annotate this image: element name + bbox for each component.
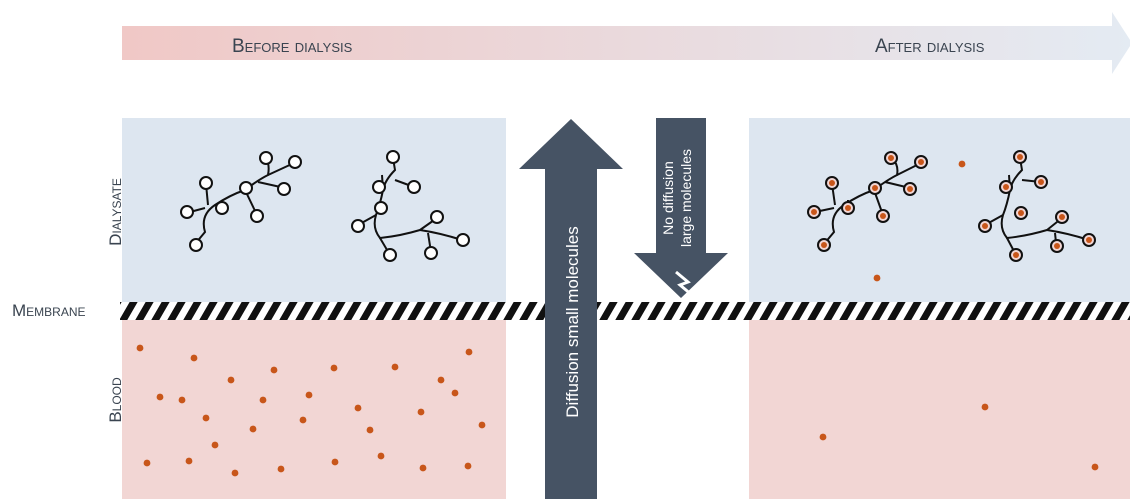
- blood-particles-before: [136, 344, 486, 477]
- small-molecule-particle: [277, 465, 285, 473]
- dialysate-panel-before: [122, 118, 506, 304]
- small-molecule-particle: [136, 344, 144, 352]
- diffusion-small-molecules-arrow: [519, 119, 623, 499]
- small-molecule-particle: [391, 363, 399, 371]
- blood-panel-before: [122, 318, 506, 499]
- before-dialysis-label: Before dialysis: [232, 36, 353, 57]
- small-molecule-particle: [819, 433, 827, 441]
- small-molecule-particle: [185, 457, 193, 465]
- small-molecule-particle: [190, 354, 198, 362]
- small-molecule-particle: [249, 425, 257, 433]
- small-molecule-particle: [464, 462, 472, 470]
- small-molecule-particle: [330, 364, 338, 372]
- no-diffusion-arrow: [634, 118, 728, 298]
- small-molecule-particle: [331, 458, 339, 466]
- membrane-stripe: [120, 302, 1130, 320]
- small-molecule-particle: [981, 403, 989, 411]
- large-molecule-before-2: [351, 150, 470, 262]
- after-dialysis-label: After dialysis: [875, 36, 985, 57]
- no-diffusion-label-line1: No diffusion: [660, 161, 676, 235]
- blood-particles-after: [819, 403, 1099, 471]
- membrane-label: Membrane: [12, 301, 86, 320]
- small-molecule-particle: [299, 416, 307, 424]
- small-molecule-particle: [437, 376, 445, 384]
- small-molecule-particle: [478, 421, 486, 429]
- large-molecule-after-1-dots: [811, 155, 924, 248]
- small-molecule-particle: [1091, 463, 1099, 471]
- small-molecule-particle: [143, 459, 151, 467]
- small-molecule-particle: [465, 348, 473, 356]
- blood-label: Blood: [106, 377, 125, 423]
- small-molecule-particle: [958, 160, 966, 168]
- no-diffusion-label-line2: large molecules: [678, 149, 694, 247]
- dialysate-particles-after: [873, 160, 966, 282]
- large-molecule-before-1: [180, 151, 302, 252]
- large-molecule-after-2-dots: [982, 154, 1092, 258]
- small-molecule-particle: [211, 441, 219, 449]
- small-molecule-particle: [259, 396, 267, 404]
- small-molecule-particle: [419, 464, 427, 472]
- small-molecule-particle: [178, 396, 186, 404]
- small-molecule-particle: [417, 408, 425, 416]
- blood-panel-after: [749, 318, 1130, 499]
- small-molecule-particle: [377, 452, 385, 460]
- dialysate-label: Dialysate: [106, 178, 125, 246]
- dialysate-panel-after: [749, 118, 1130, 304]
- small-molecule-particle: [873, 274, 881, 282]
- small-molecule-particle: [366, 426, 374, 434]
- small-molecule-particle: [156, 393, 164, 401]
- blocked-mark: [675, 270, 693, 297]
- small-molecule-particle: [231, 469, 239, 477]
- diffusion-small-molecules-label: Diffusion small molecules: [563, 226, 582, 417]
- small-molecule-particle: [451, 389, 459, 397]
- timeline-arrow: [122, 12, 1130, 74]
- small-molecule-particle: [270, 366, 278, 374]
- small-molecule-particle: [227, 376, 235, 384]
- small-molecule-particle: [354, 404, 362, 412]
- small-molecule-particle: [305, 391, 313, 399]
- small-molecule-particle: [202, 414, 210, 422]
